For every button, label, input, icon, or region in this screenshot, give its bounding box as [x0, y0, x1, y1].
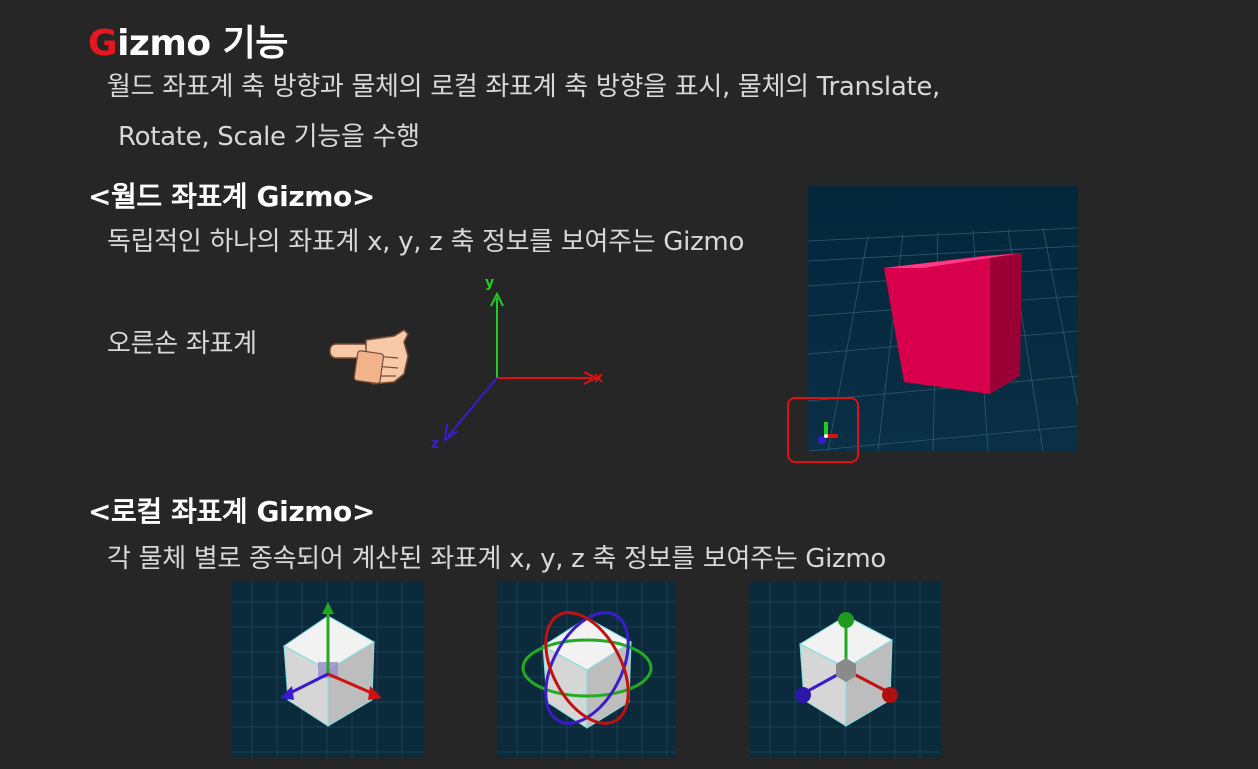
x-arrow — [583, 371, 599, 385]
page-title: Gizmo 기능 — [88, 23, 288, 64]
world-axes-diagram: y x z — [431, 275, 603, 452]
intro-line-2: Rotate, Scale 기능을 수행 — [118, 122, 420, 152]
z-axis-label: z — [431, 436, 439, 452]
scale-gizmo-image — [750, 582, 941, 758]
local-gizmo-description: 각 물체 별로 종속되어 계산된 좌표계 x, y, z 축 정보를 보여주는 … — [107, 544, 887, 574]
z-axis — [447, 377, 498, 437]
world-gizmo-highlight — [787, 397, 859, 463]
translate-gizmo-image — [232, 582, 424, 758]
rotate-gizmo-image — [497, 582, 676, 758]
world-gizmo-scene — [808, 186, 1078, 451]
world-gizmo-heading: <월드 좌표계 Gizmo> — [88, 180, 375, 213]
right-handed-label: 오른손 좌표계 — [107, 329, 257, 359]
local-gizmo-heading: <로컬 좌표계 Gizmo> — [88, 495, 375, 528]
intro-line-1: 월드 좌표계 축 방향과 물체의 로컬 좌표계 축 방향을 표시, 물체의 Tr… — [107, 72, 941, 102]
x-axis-label: x — [594, 370, 603, 386]
mini-gizmo — [818, 422, 838, 444]
hand-pointing-icon — [329, 329, 409, 385]
red-cube — [884, 253, 1022, 394]
y-axis-label: y — [485, 275, 494, 291]
world-gizmo-description: 독립적인 하나의 좌표계 x, y, z 축 정보를 보여주는 Gizmo — [107, 227, 745, 257]
z-arrow — [443, 423, 459, 443]
y-arrow — [490, 291, 504, 307]
